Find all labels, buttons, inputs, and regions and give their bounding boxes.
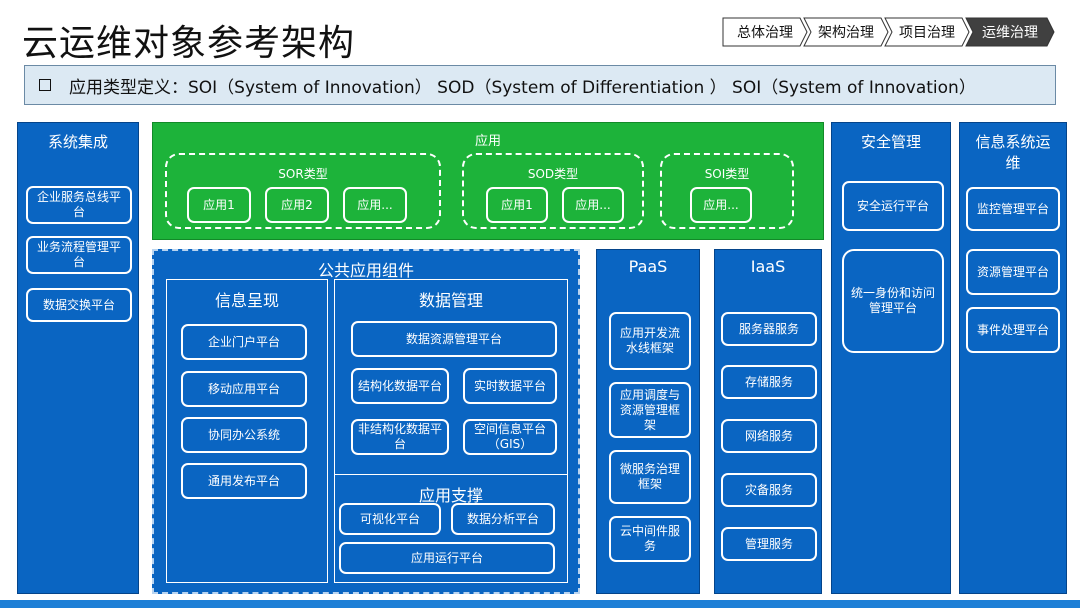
resource-management-button[interactable]: 资源管理平台 <box>966 249 1060 295</box>
bottom-accent-bar <box>0 600 1080 608</box>
ops-column: 信息系统运维 监控管理平台 资源管理平台 事件处理平台 <box>959 122 1067 594</box>
management-service-button[interactable]: 管理服务 <box>721 527 817 561</box>
network-service-button[interactable]: 网络服务 <box>721 419 817 453</box>
unstructured-data-button[interactable]: 非结构化数据平台 <box>351 419 449 455</box>
collaborative-office-button[interactable]: 协同办公系统 <box>181 417 307 453</box>
storage-service-button[interactable]: 存储服务 <box>721 365 817 399</box>
breadcrumb-label: 架构治理 <box>818 25 874 41</box>
sod-app-1-button[interactable]: 应用1 <box>486 187 548 223</box>
sod-group: SOD类型 应用1 应用... <box>462 153 644 229</box>
sod-app-more-button[interactable]: 应用... <box>562 187 624 223</box>
gis-button[interactable]: 空间信息平台（GIS） <box>463 419 557 455</box>
microservice-button[interactable]: 微服务治理框架 <box>609 450 691 504</box>
breadcrumb-item-architecture[interactable]: 架构治理 <box>803 17 889 47</box>
structured-data-button[interactable]: 结构化数据平台 <box>351 368 449 404</box>
soi-app-more-button[interactable]: 应用... <box>690 187 752 223</box>
security-title: 安全管理 <box>860 133 921 151</box>
data-resource-button[interactable]: 数据资源管理平台 <box>351 321 557 357</box>
ops-title: 信息系统运维 <box>975 133 1051 172</box>
disaster-recovery-button[interactable]: 灾备服务 <box>721 473 817 507</box>
sor-group-title: SOR类型 <box>278 167 328 181</box>
app-support-title: 应用支撑 <box>418 486 483 505</box>
enterprise-portal-button[interactable]: 企业门户平台 <box>181 324 307 360</box>
realtime-data-button[interactable]: 实时数据平台 <box>463 368 557 404</box>
page-title: 云运维对象参考架构 <box>22 23 356 64</box>
app-support-panel: 应用支撑 可视化平台 数据分析平台 应用运行平台 <box>334 474 568 583</box>
breadcrumb-label: 项目治理 <box>899 25 955 41</box>
paas-column: PaaS 应用开发流水线框架 应用调度与资源管理框架 微服务治理框架 云中间件服… <box>596 249 700 594</box>
mobile-app-button[interactable]: 移动应用平台 <box>181 371 307 407</box>
paas-title: PaaS <box>628 257 668 276</box>
security-column: 安全管理 安全运行平台 统一身份和访问管理平台 <box>831 122 951 594</box>
common-components-panel: 公共应用组件 信息呈现 企业门户平台 移动应用平台 协同办公系统 通用发布平台 … <box>152 249 580 594</box>
scheduling-button[interactable]: 应用调度与资源管理框架 <box>609 382 691 438</box>
iaas-column: IaaS 服务器服务 存储服务 网络服务 灾备服务 管理服务 <box>714 249 822 594</box>
data-analysis-button[interactable]: 数据分析平台 <box>451 503 555 535</box>
info-display-panel: 信息呈现 企业门户平台 移动应用平台 协同办公系统 通用发布平台 <box>166 279 328 583</box>
sor-app-1-button[interactable]: 应用1 <box>187 187 251 223</box>
soi-group-title: SOI类型 <box>704 167 750 181</box>
soi-group: SOI类型 应用... <box>660 153 794 229</box>
sor-app-more-button[interactable]: 应用... <box>343 187 407 223</box>
server-service-button[interactable]: 服务器服务 <box>721 312 817 346</box>
breadcrumb-item-project[interactable]: 项目治理 <box>884 17 970 47</box>
breadcrumb-label: 总体治理 <box>737 25 793 41</box>
enterprise-service-bus-button[interactable]: 企业服务总线平台 <box>26 186 132 224</box>
info-display-title: 信息呈现 <box>214 291 279 310</box>
dev-pipeline-button[interactable]: 应用开发流水线框架 <box>609 312 691 370</box>
checkbox-bullet-icon <box>39 79 51 91</box>
breadcrumb-item-overall[interactable]: 总体治理 <box>722 17 808 47</box>
iaas-title: IaaS <box>750 257 786 276</box>
column-title: 系统集成 <box>47 133 108 151</box>
sod-group-title: SOD类型 <box>527 167 579 181</box>
security-operations-button[interactable]: 安全运行平台 <box>842 181 944 231</box>
identity-access-button[interactable]: 统一身份和访问管理平台 <box>842 249 944 353</box>
app-runtime-button[interactable]: 应用运行平台 <box>339 542 555 574</box>
publishing-platform-button[interactable]: 通用发布平台 <box>181 463 307 499</box>
event-handling-button[interactable]: 事件处理平台 <box>966 307 1060 353</box>
monitoring-button[interactable]: 监控管理平台 <box>966 187 1060 231</box>
application-title: 应用 <box>474 134 501 149</box>
breadcrumb-label: 运维治理 <box>982 25 1038 41</box>
sor-group: SOR类型 应用1 应用2 应用... <box>165 153 441 229</box>
system-integration-column: 系统集成 企业服务总线平台 业务流程管理平台 数据交换平台 <box>17 122 139 594</box>
breadcrumb-item-ops[interactable]: 运维治理 <box>965 17 1055 47</box>
data-management-title: 数据管理 <box>418 291 483 310</box>
data-exchange-button[interactable]: 数据交换平台 <box>26 288 132 322</box>
sor-app-2-button[interactable]: 应用2 <box>265 187 329 223</box>
definition-bar: 应用类型定义：SOI（System of Innovation） SOD（Sys… <box>24 65 1056 105</box>
cloud-middleware-button[interactable]: 云中间件服务 <box>609 516 691 562</box>
business-process-button[interactable]: 业务流程管理平台 <box>26 236 132 274</box>
visualization-button[interactable]: 可视化平台 <box>339 503 441 535</box>
application-panel: 应用 SOR类型 应用1 应用2 应用... SOD类型 应用1 应用... S… <box>152 122 824 240</box>
common-components-title: 公共应用组件 <box>317 261 414 280</box>
definition-text: 应用类型定义：SOI（System of Innovation） SOD（Sys… <box>69 77 976 98</box>
data-management-panel: 数据管理 数据资源管理平台 结构化数据平台 实时数据平台 非结构化数据平台 空间… <box>334 279 568 475</box>
